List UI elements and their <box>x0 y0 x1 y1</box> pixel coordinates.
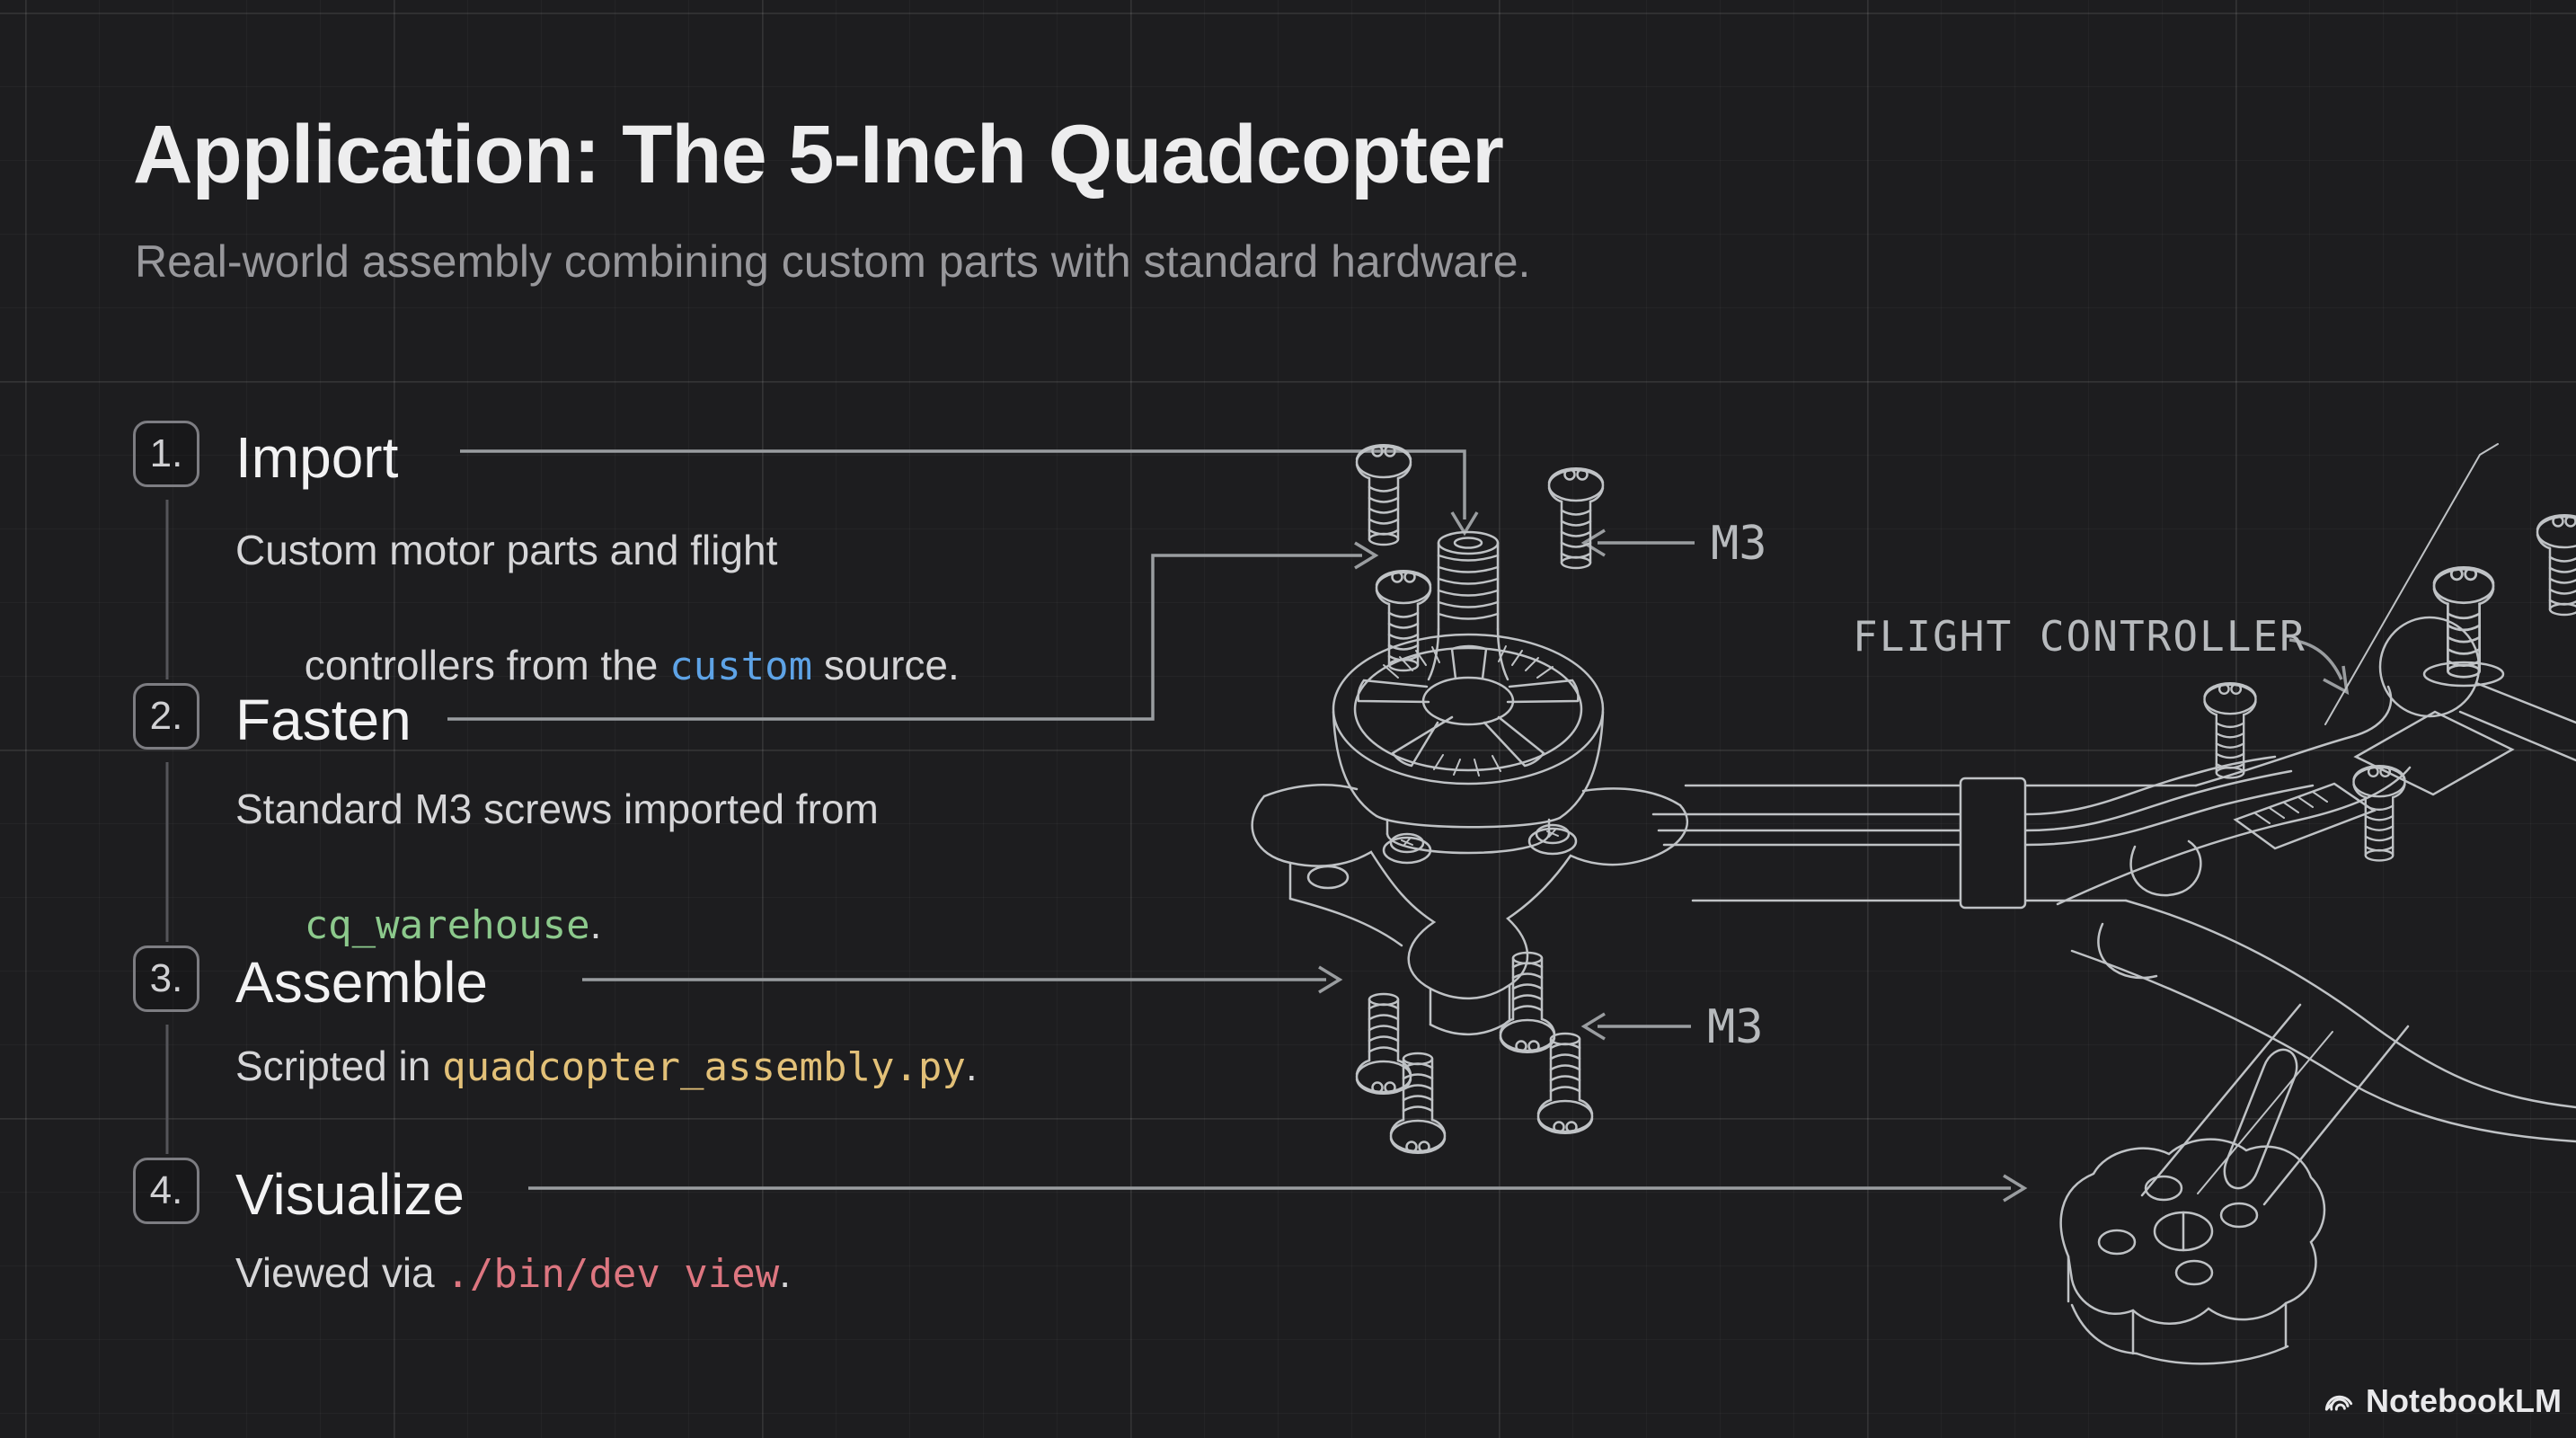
desc-line1: Standard M3 screws imported from <box>235 786 879 832</box>
code-cq-warehouse: cq_warehouse <box>304 902 590 948</box>
m3-bottom-arrowhead <box>1580 1012 1606 1041</box>
motor-wire <box>2023 755 2277 816</box>
flight-controller-board <box>2353 710 2515 796</box>
screw-top-left <box>1355 444 1412 546</box>
step-number-box: 4. <box>133 1158 199 1224</box>
m3-screws <box>1355 444 2576 1154</box>
step-description: Viewed via ./bin/dev view. <box>235 1244 791 1303</box>
step-number: 3. <box>149 956 183 1000</box>
screw-edge <box>2536 514 2576 617</box>
desc-line1-post: . <box>779 1249 792 1296</box>
notebooklm-logo-icon <box>2324 1395 2353 1411</box>
notebooklm-wordmark: NotebookLM <box>2366 1382 2562 1419</box>
step-title: Import <box>235 425 399 490</box>
drawing-labels: M3 M3 FLIGHT CONTROLLER <box>1707 517 2306 1054</box>
desc-line2-pre: controllers from the <box>304 642 670 688</box>
motor-bell <box>1332 633 1605 855</box>
frame-body <box>2056 443 2576 1143</box>
page-subtitle: Real-world assembly combining custom par… <box>135 236 1531 287</box>
page-title: Application: The 5-Inch Quadcopter <box>133 109 1504 200</box>
code-dev-view: ./bin/dev view <box>446 1251 780 1297</box>
motor-wire <box>2023 769 2293 832</box>
code-assembly-script: quadcopter_assembly.py <box>442 1044 966 1090</box>
desc-line2-post: source. <box>812 642 960 688</box>
frame-edge-line <box>2324 443 2499 725</box>
motor-wire <box>2023 784 2315 847</box>
step-number-box: 3. <box>133 945 199 1012</box>
screw-lobe <box>2432 565 2495 679</box>
motor-mount-plate <box>1251 784 1689 1035</box>
desc-line1-post: . <box>965 1043 978 1089</box>
step-title: Fasten <box>235 688 412 752</box>
screw-bottom-2 <box>1389 1052 1447 1154</box>
import-leader-line <box>460 449 1466 519</box>
arm-strap <box>1959 777 2027 910</box>
screw-top-right <box>1547 467 1605 570</box>
desc-line1-pre: Scripted in <box>235 1043 443 1089</box>
step-number-box: 2. <box>133 683 199 750</box>
desc-line1: Custom motor parts and flight <box>235 527 778 573</box>
bottom-arm-pad <box>2059 1003 2410 1365</box>
frame-arm <box>1651 755 2315 910</box>
code-custom: custom <box>669 644 813 689</box>
fc-arrowhead <box>2323 665 2350 696</box>
leader-arrows <box>447 449 2350 1203</box>
fasten-leader-line <box>447 554 1362 721</box>
motor-pad <box>2059 1138 2326 1325</box>
step-description: Standard M3 screws imported from cq_ware… <box>235 780 879 954</box>
step-number-box: 1. <box>133 421 199 487</box>
fc-arrow-line <box>2288 638 2343 680</box>
motor-shaft <box>1427 530 1509 681</box>
footer-brand: NotebookLM <box>2321 1382 2562 1420</box>
step-title: Visualize <box>235 1162 465 1227</box>
visualize-arrowhead <box>2003 1174 2028 1203</box>
m3-top-arrowhead <box>1580 528 1606 557</box>
fasten-arrowhead <box>1354 541 1379 570</box>
step-title: Assemble <box>235 950 488 1015</box>
step-number: 4. <box>149 1168 183 1212</box>
quadcopter-art <box>1251 443 2576 1365</box>
screw-mid-left <box>1375 570 1432 672</box>
step-description: Custom motor parts and flight controller… <box>235 521 960 696</box>
step-number: 1. <box>149 431 183 475</box>
desc-line2-post: . <box>589 901 602 947</box>
flight-controller-label: FLIGHT CONTROLLER <box>1853 612 2306 661</box>
arm-slot <box>2223 1048 2298 1190</box>
m3-label-bottom: M3 <box>1707 1000 1764 1054</box>
assemble-arrowhead <box>1318 965 1343 994</box>
desc-line1-pre: Viewed via <box>235 1249 447 1296</box>
step-number: 2. <box>149 694 183 738</box>
m3-label-top: M3 <box>1711 517 1767 571</box>
pin-connector <box>2233 782 2377 850</box>
step-description: Scripted in quadcopter_assembly.py. <box>235 1037 978 1096</box>
